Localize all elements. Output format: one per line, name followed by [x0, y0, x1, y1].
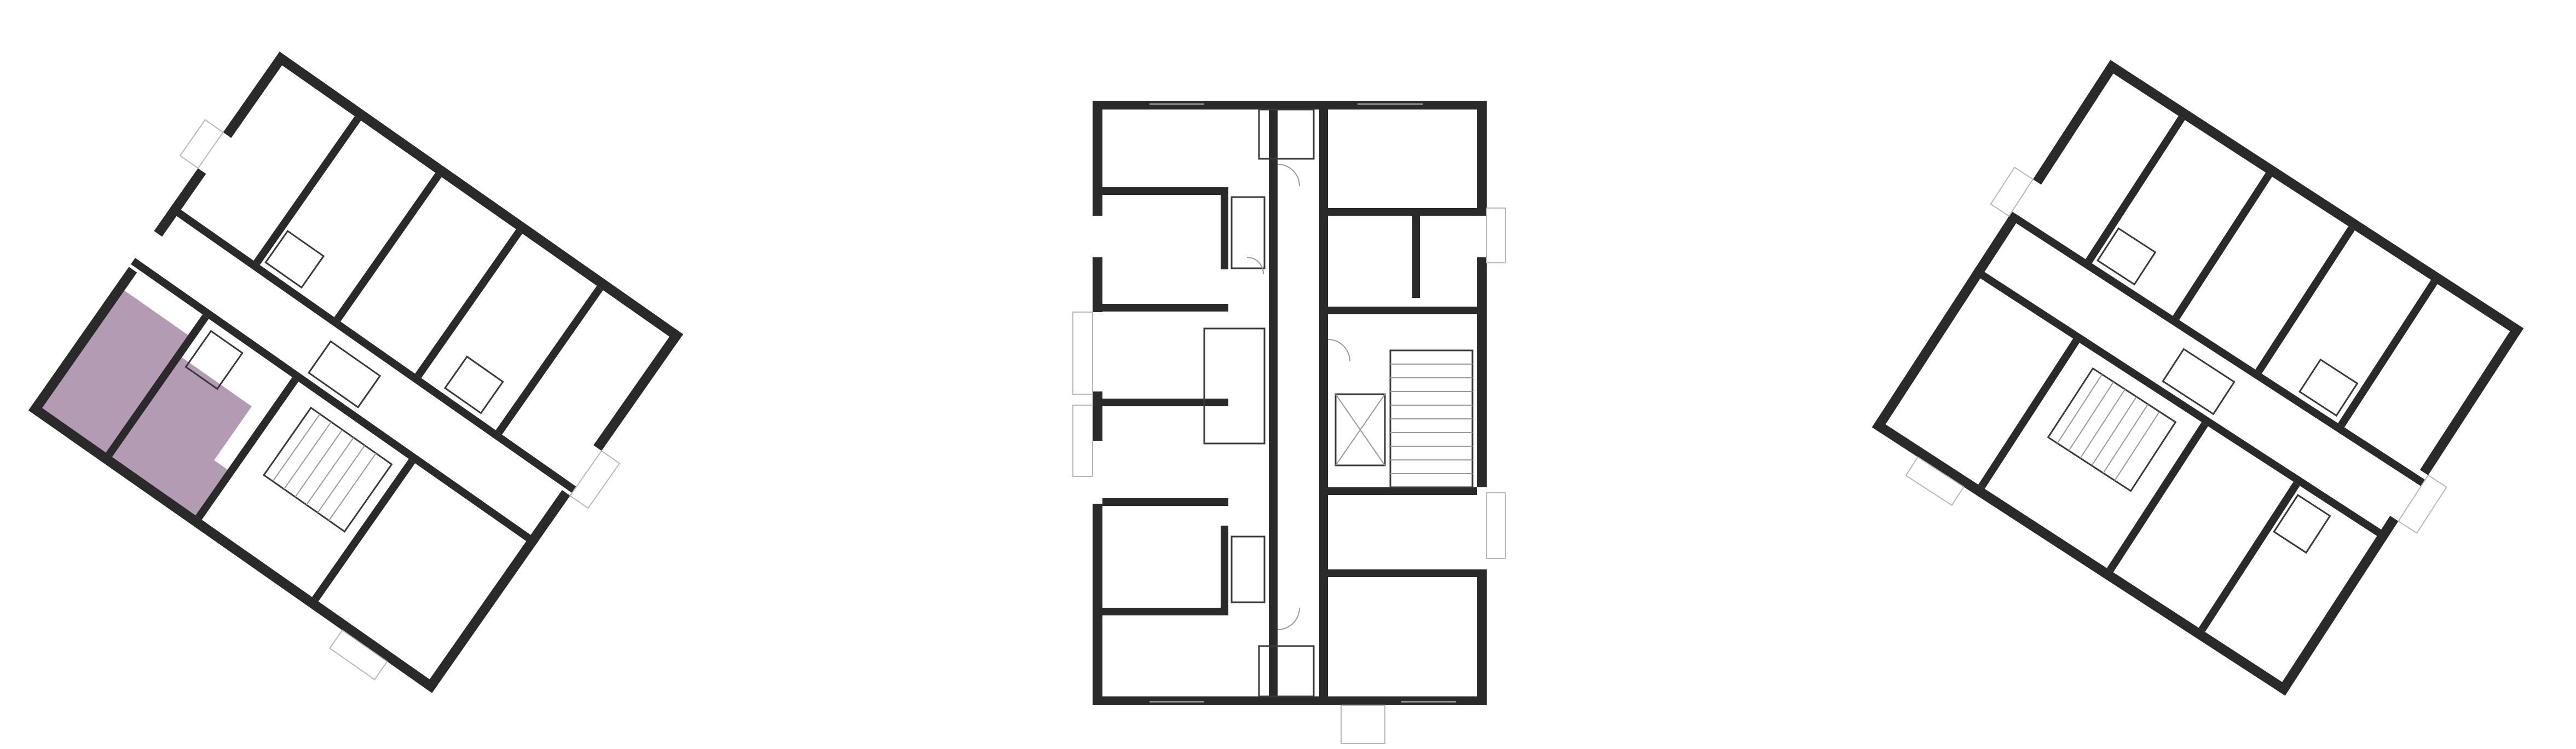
left-wall-left-3: [28, 267, 137, 416]
right-bath-3: [2273, 494, 2331, 554]
center-part-r3: [1328, 487, 1477, 495]
center-stair-treads: [1390, 364, 1472, 474]
center-balcony-right-2: [1486, 492, 1506, 559]
floor-plan-left[interactable]: [0, 39, 701, 723]
right-part-1: [2085, 116, 2185, 263]
center-part-r4: [1328, 569, 1477, 577]
right-part-4: [2338, 280, 2438, 428]
right-wall-right-2: [2277, 516, 2399, 696]
center-elevator: [1335, 393, 1386, 466]
left-part-4: [495, 285, 603, 435]
right-balcony-1: [1990, 166, 2034, 217]
center-part-r1: [1328, 208, 1477, 216]
left-part-7: [312, 459, 415, 602]
right-bath-2: [2298, 358, 2359, 417]
left-elevator: [307, 340, 382, 408]
center-wall-left-4: [1093, 504, 1102, 705]
left-bath-3: [184, 330, 244, 390]
right-part-7: [2198, 481, 2300, 632]
right-balcony-2: [2398, 474, 2447, 534]
center-balcony-right-1: [1486, 208, 1506, 263]
left-wall-top: [274, 51, 684, 343]
center-bath-1: [1258, 108, 1315, 160]
right-wall-left-2: [1872, 216, 2018, 433]
right-wall-right-1: [2419, 322, 2524, 475]
center-bath-2: [1258, 645, 1315, 698]
left-balcony-2: [569, 450, 621, 509]
center-wall-left-3: [1093, 391, 1102, 441]
center-wall-bottom: [1093, 696, 1487, 705]
center-balcony-bottom: [1341, 705, 1385, 744]
right-stair: [2047, 367, 2177, 492]
center-part-lv1: [1221, 187, 1228, 269]
center-spine-right: [1319, 110, 1328, 696]
right-wall-top: [2105, 60, 2524, 337]
left-part-2: [334, 172, 442, 322]
left-bath-2: [443, 355, 504, 414]
right-elevator: [2162, 348, 2236, 416]
right-wall-bottom: [1872, 419, 2291, 696]
center-bath-4: [1231, 535, 1266, 603]
left-part-6: [195, 377, 299, 520]
left-wall-bottom: [28, 402, 438, 693]
left-balcony-1: [179, 119, 224, 169]
center-wall-top: [1093, 101, 1487, 110]
left-part-3: [415, 229, 523, 378]
floor-plan-center[interactable]: [1072, 101, 1506, 744]
center-part-lv2: [1221, 526, 1228, 608]
center-part-l4: [1102, 498, 1228, 506]
right-bath-1: [2096, 227, 2157, 286]
right-wall-left-1: [2032, 60, 2119, 185]
center-bath-3: [1231, 196, 1266, 269]
center-part-l5: [1102, 608, 1228, 615]
right-balcony-3: [1905, 456, 1965, 506]
left-spine-2: [130, 258, 539, 547]
center-wall-right-2: [1477, 257, 1487, 487]
right-part-2: [2173, 172, 2272, 320]
left-part-1: [253, 116, 361, 266]
center-balcony-left-2: [1072, 405, 1093, 477]
right-part-6: [2106, 422, 2208, 573]
center-balcony-left-1: [1072, 312, 1093, 395]
center-part-rv1: [1412, 216, 1420, 298]
right-spine-1: [2008, 211, 2425, 487]
center-part-r2: [1328, 307, 1477, 314]
left-wall-left-2: [154, 168, 206, 237]
left-wall-right-1: [593, 329, 684, 451]
left-wall-left-1: [223, 51, 288, 139]
right-part-5: [1978, 338, 2080, 489]
center-bath-5: [1203, 327, 1266, 445]
center-wall-left-2: [1093, 257, 1102, 312]
left-part-5: [106, 314, 209, 457]
left-bath-1: [264, 229, 325, 289]
left-spine-1: [168, 204, 577, 493]
left-stair: [262, 406, 393, 533]
center-wall-left-1: [1093, 101, 1102, 216]
right-part-3: [2255, 226, 2355, 374]
center-part-l3: [1102, 399, 1228, 406]
center-part-l2: [1102, 304, 1228, 312]
right-spine-2: [1972, 266, 2390, 541]
center-spine-left: [1269, 101, 1278, 705]
center-part-l1: [1102, 187, 1228, 195]
center-wall-right-3: [1477, 569, 1487, 705]
center-wall-right-1: [1477, 101, 1487, 216]
left-balcony-3: [329, 629, 388, 681]
floor-plan-right[interactable]: [1841, 48, 2542, 726]
